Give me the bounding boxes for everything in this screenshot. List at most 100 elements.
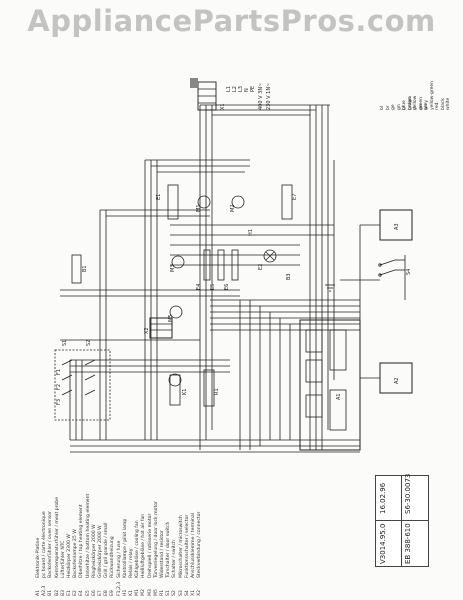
legend-code: A2,3 xyxy=(42,585,48,596)
legend-row: M3Drehspieß / rotisserie motor xyxy=(148,368,154,596)
label-m2: M2 xyxy=(230,205,236,213)
legend-text: Widerstand / resistor xyxy=(160,530,165,578)
legend-text: Elektronik-Platine xyxy=(36,537,41,578)
legend-code: K1 xyxy=(129,590,134,596)
label-x2: X2 xyxy=(144,327,150,334)
legend-row: E7Grillheizkörper 2000 W xyxy=(98,368,104,596)
terminal-pe: PE xyxy=(250,86,256,92)
color-key-code: br xyxy=(385,105,391,110)
watermark: AppliancePartsPros.com xyxy=(27,4,436,38)
legend-text: Lüfterfühler NTC xyxy=(60,540,66,578)
label-m1: M1 xyxy=(196,205,202,213)
legend-text: Funktionsschalter / selector xyxy=(184,514,190,578)
legend-text: Sicherung / fuse xyxy=(116,540,122,578)
legend-text: Schalter / switch xyxy=(172,539,178,578)
label-f3: F3 xyxy=(56,399,62,405)
terminal-block-x1 xyxy=(190,78,217,111)
label-b3: B3 xyxy=(286,273,292,280)
doc-number: V3014.95.0 xyxy=(379,523,387,564)
color-key-code: rt xyxy=(413,106,418,110)
legend-row: R1Widerstand / resistor xyxy=(160,368,166,596)
legend-text: Anschlussklemme / terminal xyxy=(191,512,196,578)
terminal-l2: L2 xyxy=(232,86,238,92)
legend-text: Backofenlampe 25 W xyxy=(73,529,79,578)
title-block: V3014.95.0 16.02.96 EB 388-610 S6-30.007… xyxy=(375,474,429,567)
legend-text: Grillheizkörper 2000 W xyxy=(98,525,103,578)
legend-row: E6Ringheizkörper 2000 W xyxy=(92,368,98,596)
legend-text: Türverriegelung / door lock motor xyxy=(153,501,159,578)
legend-text: Kerntemperaturfühler / meat probe xyxy=(54,496,60,578)
legend-text: Grill / gril grande / small xyxy=(104,522,110,578)
legend-text: Unterhitze / bottom heating element xyxy=(85,493,91,578)
legend-code: B2 xyxy=(54,589,60,596)
legend-code: S4 xyxy=(184,590,190,596)
color-key-code: gr xyxy=(402,105,407,110)
legend-row: K1 Relais / relay xyxy=(129,368,135,596)
heater-e6 xyxy=(231,249,239,281)
legend-code: S2 xyxy=(172,590,178,596)
legend-code: M5 xyxy=(153,589,159,596)
color-key-code: sw xyxy=(418,103,424,110)
legend-text: Oberhitze / top heating element xyxy=(79,504,85,578)
terminal-l1: L1 xyxy=(226,86,232,92)
color-key-name: red xyxy=(435,102,440,110)
legend-row: M1Kühlgebläse / cooling fan xyxy=(135,368,141,596)
motor-m1 xyxy=(197,195,211,209)
doc-date: 16.02.96 xyxy=(379,482,387,514)
legend-text: Relais / relay xyxy=(129,548,134,578)
part-ref: EB 388-610 xyxy=(404,523,412,564)
motor-m6 xyxy=(168,373,182,387)
legend-code: E6 xyxy=(91,590,97,596)
heater-b xyxy=(71,254,82,284)
legend-row: S1Türschalter / door switch xyxy=(166,368,172,596)
legend-row: A1Elektronik-Platine xyxy=(36,368,42,596)
legend-row: A2,3pc board / carte électronique xyxy=(42,368,48,596)
legend-text: Backofenfühler / oven sensor xyxy=(48,510,54,578)
legend-row: E5 Unterhitze / bottom heating element xyxy=(86,368,92,596)
label-s4: S4 xyxy=(406,269,412,275)
motors xyxy=(168,195,277,387)
legend-code: M3 xyxy=(147,589,153,596)
legend-row: E4 Oberhitze / top heating element xyxy=(79,368,85,596)
pc-board-a1 xyxy=(299,319,361,451)
motor-m3 xyxy=(171,255,185,269)
legend-code: E5 xyxy=(85,590,91,596)
heater-e1 xyxy=(167,184,179,220)
label-f2: F2 xyxy=(56,384,62,390)
legend-text: Heißluftgebläse / hot air fan xyxy=(141,513,147,578)
switch-ladder-left xyxy=(54,349,111,421)
legend-code: B1 xyxy=(48,589,54,596)
heater-e9 xyxy=(169,374,181,406)
legend-row: M2Heißluftgebläse / hot air fan xyxy=(141,368,147,596)
horizontal-wire-runs xyxy=(60,104,360,453)
label-s2: S2 xyxy=(86,340,92,346)
label-e7: E7 xyxy=(292,194,298,200)
legend-text: Steckverbindung / connector xyxy=(197,511,203,578)
heater-e4 xyxy=(203,249,211,281)
legend-code: E4 xyxy=(79,590,85,596)
legend-code: X1 xyxy=(191,589,196,596)
legend-row: B1 Backofenfühler / oven sensor xyxy=(48,368,54,596)
color-key-code: ws xyxy=(424,103,429,110)
motor-m2 xyxy=(231,195,245,209)
color-key-code: bl xyxy=(380,105,385,110)
legend-row: S2 Schalter / switch xyxy=(172,368,178,596)
color-key-name: white xyxy=(446,97,451,110)
legend-row: E8Grill / gril grande / small xyxy=(104,368,110,596)
legend-row: X1 Anschlussklemme / terminal xyxy=(191,368,197,596)
color-key-name: black xyxy=(440,98,446,110)
legend-text: Türschalter / door switch xyxy=(166,521,172,578)
label-e1: E1 xyxy=(156,194,162,200)
mains-voltage-1: 400 V 3N~ xyxy=(258,83,264,110)
label-s1: S1 xyxy=(62,340,68,346)
label-k1: K1 xyxy=(182,389,188,395)
label-x1: X1 xyxy=(220,103,226,110)
legend-row: E9Rückwandheizung xyxy=(110,368,116,596)
legend-row: S4 Funktionsschalter / selector xyxy=(185,368,191,596)
color-key-name: yellow-green xyxy=(429,81,435,110)
label-a2: A2 xyxy=(394,377,400,384)
legend-code: F1,2,3 xyxy=(116,581,122,596)
legend-code: M1 xyxy=(135,589,141,596)
